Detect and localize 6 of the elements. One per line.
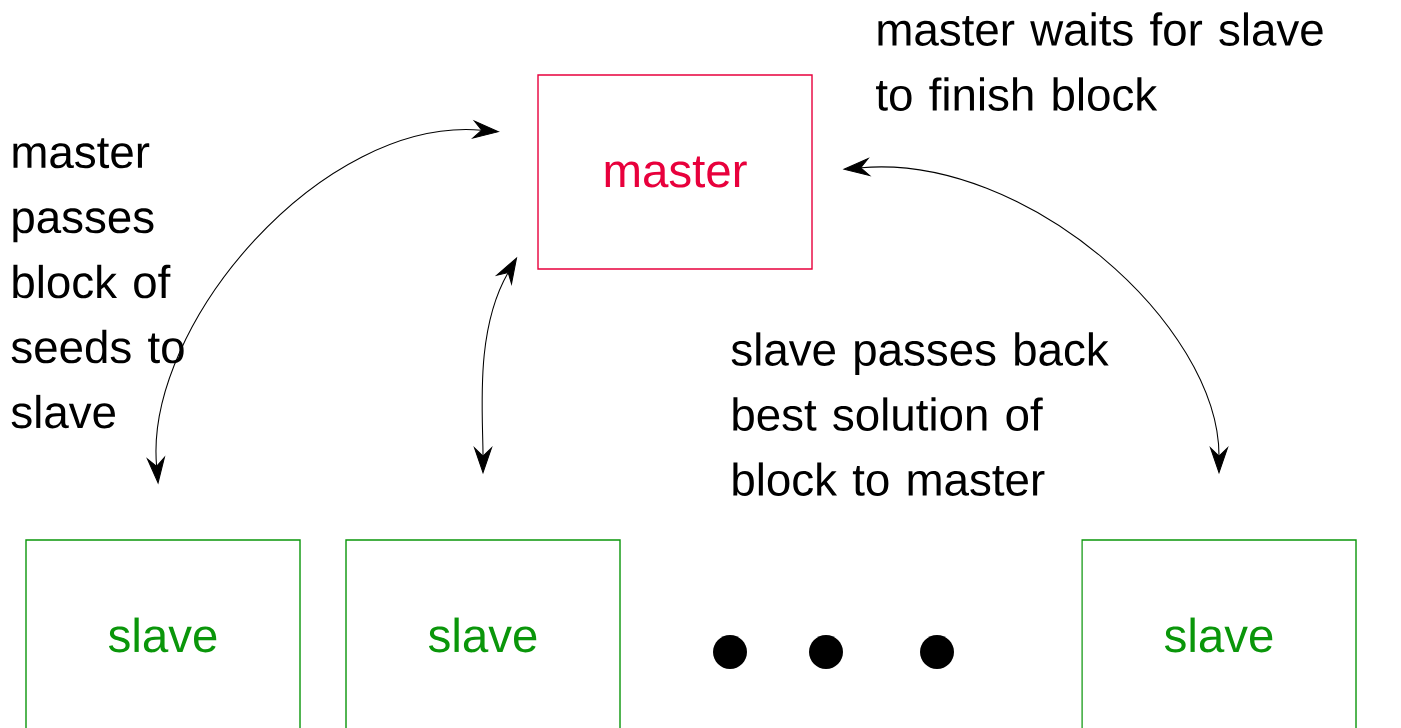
annotation-text: slave passes back best solution of block to master bbox=[731, 332, 1109, 496]
slave-box: slave bbox=[25, 539, 301, 728]
master-box: master bbox=[537, 74, 813, 270]
slave-box: slave bbox=[345, 539, 621, 728]
slave-box: slave bbox=[1081, 539, 1357, 728]
annotation-text: master waits for slave to finish block bbox=[876, 12, 1323, 111]
